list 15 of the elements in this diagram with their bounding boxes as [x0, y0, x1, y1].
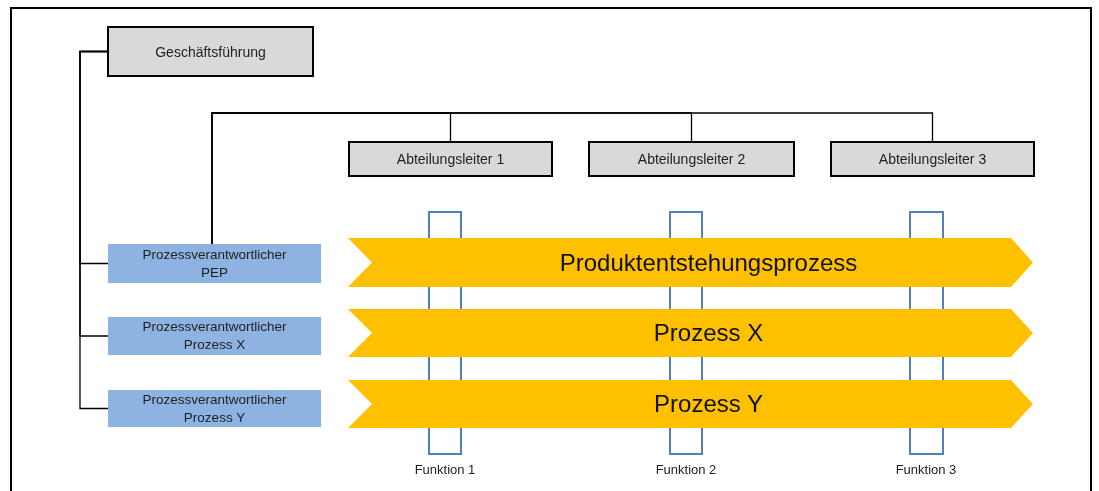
function-label: Funktion 1: [395, 462, 495, 480]
role-box: Prozessverantwortlicher PEP: [108, 244, 321, 283]
connector-line: [79, 50, 109, 410]
function-label: Funktion 3: [876, 462, 976, 480]
process-chevron: Prozess Y: [348, 380, 1033, 428]
process-chevron: Produktentstehungsprozess: [348, 238, 1033, 287]
connector-line: [211, 112, 934, 245]
process-chevron: Prozess X: [348, 309, 1033, 357]
role-box: Prozessverantwortlicher Prozess Y: [108, 390, 321, 427]
role-box: Prozessverantwortlicher Prozess X: [108, 317, 321, 355]
org-box: Geschäftsführung: [107, 26, 314, 77]
function-label: Funktion 2: [636, 462, 736, 480]
org-box: Abteilungsleiter 1: [348, 141, 553, 177]
org-box: Abteilungsleiter 2: [588, 141, 795, 177]
org-box: Abteilungsleiter 3: [830, 141, 1035, 177]
